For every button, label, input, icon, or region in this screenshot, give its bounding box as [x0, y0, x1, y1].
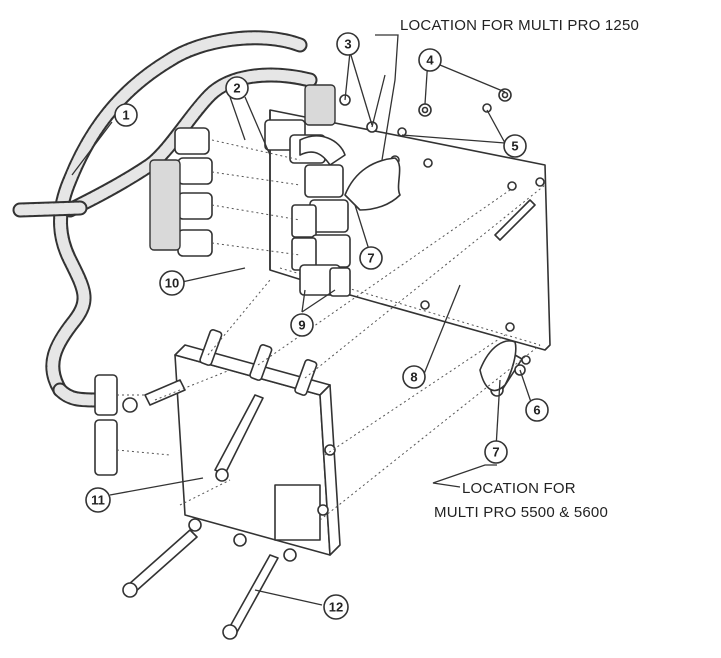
callout-12: 12: [323, 594, 349, 620]
svg-text:6: 6: [533, 403, 540, 418]
location-label-1250: LOCATION FOR MULTI PRO 1250: [400, 17, 639, 34]
svg-text:11: 11: [91, 493, 105, 508]
svg-text:1: 1: [122, 108, 129, 123]
location-labels: LOCATION FOR MULTI PRO 1250 LOCATION FOR…: [400, 17, 639, 521]
left-connectors: [149, 127, 301, 257]
svg-text:7: 7: [367, 251, 374, 266]
callout-8: 8: [402, 365, 426, 389]
callout-2: 2: [225, 76, 249, 100]
callout-6: 6: [525, 398, 549, 422]
callout-5: 5: [503, 134, 527, 158]
svg-text:8: 8: [410, 370, 417, 385]
callout-3: 3: [336, 32, 360, 56]
svg-text:9: 9: [298, 318, 305, 333]
svg-text:10: 10: [165, 276, 179, 291]
svg-text:12: 12: [329, 600, 343, 615]
lower-left-connectors: [94, 374, 171, 476]
callout-10: 10: [159, 270, 185, 296]
callout-1: 1: [114, 103, 138, 127]
callout-bubbles: 1 2 3 4 5 7 10 9: [85, 32, 549, 620]
callout-11: 11: [85, 487, 111, 513]
relay-stack: [291, 164, 351, 297]
location-breakouts: [344, 157, 517, 392]
svg-text:3: 3: [344, 37, 351, 52]
callout-4: 4: [418, 48, 442, 72]
svg-text:5: 5: [511, 139, 518, 154]
top-connectors: [264, 84, 346, 166]
callout-9: 9: [290, 313, 314, 337]
svg-text:4: 4: [426, 53, 434, 68]
svg-text:2: 2: [233, 81, 240, 96]
location-label-5500-line2: MULTI PRO 5500 & 5600: [434, 504, 608, 521]
svg-text:7: 7: [492, 445, 499, 460]
callout-7-bottom: 7: [484, 440, 508, 464]
location-label-5500-line1: LOCATION FOR: [462, 480, 576, 497]
callout-7-top: 7: [359, 246, 383, 270]
leader-lines: [71, 34, 534, 606]
controller-module: [174, 329, 341, 562]
